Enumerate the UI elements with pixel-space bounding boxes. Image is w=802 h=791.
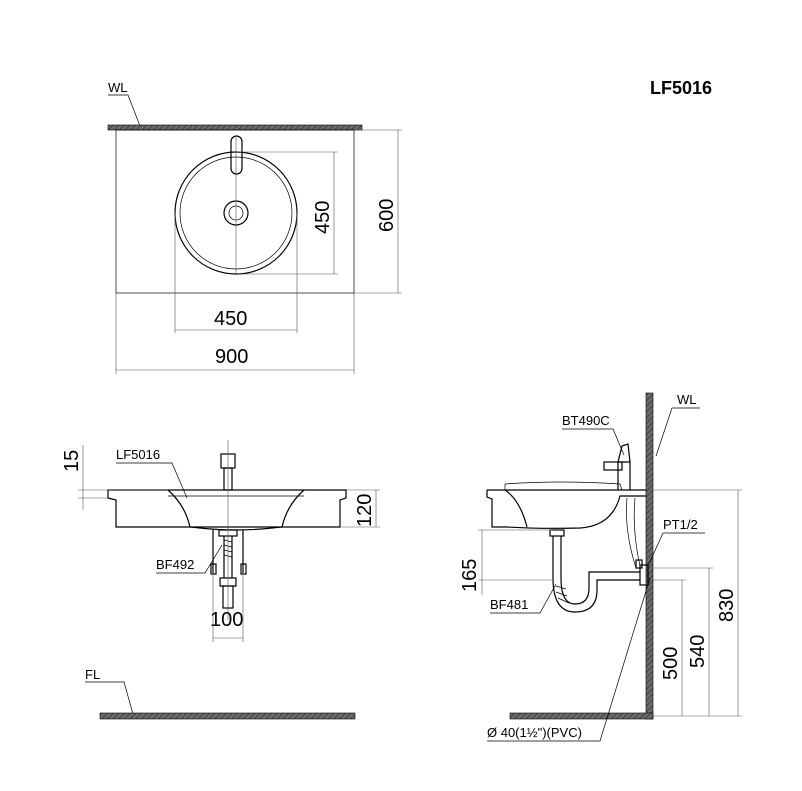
front-waste-label: BF492 (156, 557, 194, 572)
trap-leader (490, 583, 557, 614)
angle-valve (639, 564, 649, 586)
dim-drain-height: 500 (660, 647, 682, 680)
trap-label: BF481 (490, 597, 528, 612)
side-waste-flange (549, 529, 565, 537)
dim-basin-depth: 450 (312, 201, 334, 234)
p-trap-ribs (555, 585, 570, 604)
top-wall-leader (108, 94, 141, 127)
supply-cap-right (240, 563, 247, 575)
angle-valve-knob (635, 559, 643, 569)
top-view: WL 450 600 450 900 (107, 80, 402, 374)
angle-valve-leader (647, 532, 705, 567)
faucet-hole (230, 135, 243, 175)
supply-cap-left (210, 563, 217, 575)
drawing-title: LF5016 (650, 78, 712, 98)
side-wall-label: WL (677, 392, 697, 407)
dim-total-width: 900 (215, 346, 248, 368)
p-trap-inner (560, 571, 640, 605)
dim-height: 120 (354, 494, 376, 527)
front-model-label: LF5016 (116, 447, 160, 462)
dim-basin-width: 450 (214, 308, 247, 330)
front-model-leader (116, 462, 188, 499)
faucet-label: BT490C (562, 413, 610, 428)
countertop-outline (115, 129, 355, 294)
top-wall (107, 124, 363, 131)
side-faucet-handle (617, 443, 631, 463)
front-view: 15 120 100 LF5016 BF492 FL (61, 440, 380, 720)
side-wall-leader (655, 407, 700, 457)
pipe-leader (487, 577, 651, 742)
side-bowl-front (504, 489, 528, 528)
side-rim-top (504, 481, 623, 491)
dim-bowl-depth: 165 (459, 559, 481, 592)
side-wall (645, 392, 654, 720)
top-wall-label: WL (108, 80, 128, 95)
faucet-leader (562, 428, 625, 456)
side-faucet-spout (603, 461, 623, 471)
side-faucet-body (617, 461, 631, 490)
supply-hose (633, 497, 641, 567)
p-trap-outer (552, 577, 640, 613)
dim-top-thickness: 15 (61, 450, 83, 472)
floor-slab (99, 712, 356, 720)
dim-valve-height: 540 (687, 635, 709, 668)
side-floor (509, 712, 654, 720)
side-view: BT490C WL PT1/2 BF481 Ø 40(1½")(PVC) 165… (459, 392, 742, 742)
counter-front-outline (107, 489, 347, 528)
floor-label: FL (85, 667, 100, 682)
dim-drain-spacing: 100 (210, 609, 243, 631)
side-counter-outline (486, 489, 646, 529)
floor-leader (85, 681, 134, 715)
angle-valve-label: PT1/2 (663, 517, 698, 532)
dim-total-depth: 600 (376, 199, 398, 232)
dim-top-height: 830 (716, 589, 738, 622)
front-waste-leader (156, 544, 223, 574)
pipe-label: Ø 40(1½")(PVC) (487, 725, 582, 740)
supply-hose (626, 497, 637, 569)
